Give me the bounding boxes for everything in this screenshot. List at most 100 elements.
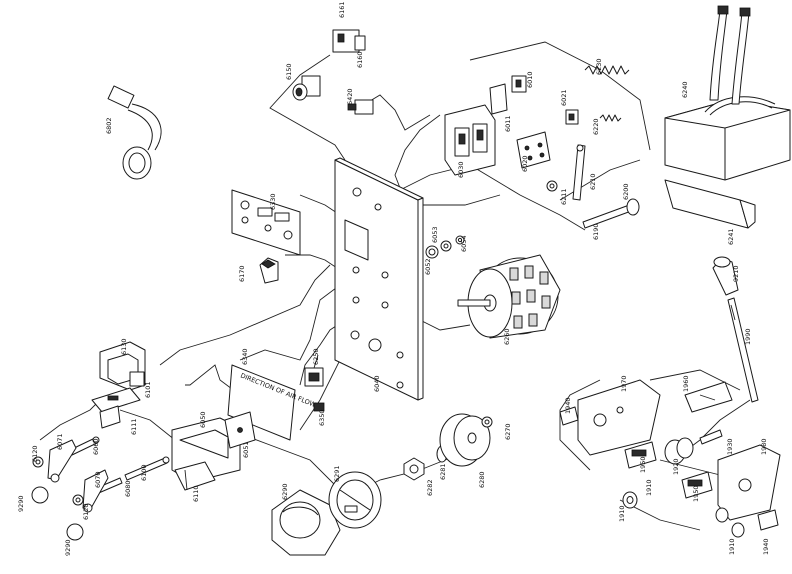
switch-6420: [347, 99, 374, 115]
label-6802: 6802: [105, 117, 113, 134]
bushing-1910c: [731, 522, 745, 538]
motor-6290: [271, 489, 341, 556]
label-1910a: 1910: [645, 479, 653, 496]
label-6100: 6100: [140, 464, 148, 481]
label-1910b: 1910: [618, 505, 626, 522]
label-1950a: 1950: [639, 456, 647, 473]
nut-washers-6052: [425, 235, 465, 259]
plate-6101: [91, 387, 141, 413]
label-6282: 6282: [426, 479, 434, 496]
connector-cable-6802: [107, 85, 162, 180]
pin-6060: [69, 436, 100, 456]
plate-6111: [99, 405, 121, 429]
label-6270: 6270: [504, 423, 512, 440]
shaft-6190: [582, 198, 640, 229]
label-6111: 6111: [130, 418, 138, 435]
label-1980: 1980: [760, 438, 768, 455]
label-6101: 6101: [144, 381, 152, 398]
label-6210: 6210: [589, 173, 597, 190]
label-9290a: 9290: [17, 495, 25, 512]
washer-6270: [481, 416, 493, 428]
label-6071: 6071: [56, 433, 64, 450]
rod-1990: [727, 297, 759, 403]
label-6280: 6280: [478, 471, 486, 488]
ball-9290b: [66, 523, 84, 541]
fan-6291: [328, 471, 382, 529]
label-6120a: 6120: [31, 445, 39, 462]
label-6161: 6161: [338, 1, 346, 18]
label-1990: 1990: [744, 328, 752, 345]
label-1930: 1930: [726, 438, 734, 455]
block-1950b: [681, 471, 713, 499]
toggle-switch-6250: [304, 354, 324, 387]
plate-1960: [684, 381, 733, 413]
label-6190: 6190: [592, 223, 600, 240]
nut-6282: [403, 457, 425, 481]
label-6330: 6330: [269, 193, 277, 210]
label-6150: 6150: [285, 63, 293, 80]
transformer-6240: [664, 5, 791, 181]
washer-6211: [546, 180, 558, 192]
label-6050: 6050: [199, 411, 207, 428]
label-6021: 6021: [560, 89, 568, 106]
contact-6021: [565, 109, 579, 125]
spring-6220: [599, 114, 622, 122]
bracket-6030: [444, 104, 496, 176]
pin-1930: [699, 429, 723, 445]
label-6420: 6420: [346, 88, 354, 105]
label-6350: 6350: [318, 409, 326, 426]
plate-6011: [489, 83, 508, 115]
washer-6120b: [72, 494, 84, 506]
label-6054: 6054: [460, 235, 468, 252]
label-6290: 6290: [281, 483, 289, 500]
lever-6210: [572, 144, 586, 201]
washer-6120a: [32, 456, 44, 468]
label-1910c: 1910: [728, 538, 736, 555]
label-6220: 6220: [592, 118, 600, 135]
label-1970: 1970: [620, 375, 628, 392]
label-1960: 1960: [682, 375, 690, 392]
label-1940b: 1940: [762, 538, 770, 555]
label-9290b: 9290: [64, 539, 72, 556]
label-6160: 6160: [356, 51, 364, 68]
label-6200: 6200: [622, 183, 630, 200]
label-6051: 6051: [242, 441, 250, 458]
label-6340: 6340: [241, 348, 249, 365]
clip-1940b: [757, 509, 779, 531]
bracket-6110: [174, 461, 216, 491]
lever-6071: [47, 439, 77, 483]
label-6080: 6080: [124, 480, 132, 497]
label-1940: 1940: [564, 397, 572, 414]
bushing-1910b: [715, 507, 729, 523]
part-labels: 6161 6160 6150 6420 6802 6230 6010 6011 …: [17, 1, 770, 556]
label-6240: 6240: [681, 81, 689, 98]
label-1920: 1920: [672, 458, 680, 475]
label-1950b: 1950: [692, 485, 700, 502]
label-6011: 6011: [504, 115, 512, 132]
block-1950a: [624, 441, 657, 469]
pin-6100: [124, 456, 170, 481]
knob-6170: [259, 257, 279, 284]
label-6010: 6010: [526, 71, 534, 88]
lever-6070: [82, 469, 109, 513]
relay-6160: [332, 29, 366, 53]
label-6052: 6052: [424, 258, 432, 275]
spring-6230: [584, 65, 630, 75]
label-6130: 6130: [120, 338, 128, 355]
label-6110: 6110: [192, 485, 200, 502]
bearing-1920: [664, 437, 694, 465]
label-6030: 6030: [457, 161, 465, 178]
cover-6241: [664, 179, 756, 229]
label-6291: 6291: [333, 465, 341, 482]
label-6241: 6241: [727, 228, 735, 245]
clip-6350: [313, 402, 325, 412]
label-6281: 6281: [439, 463, 447, 480]
label-6070: 6070: [94, 471, 102, 488]
bracket-6051: [224, 411, 256, 449]
ball-9290a: [31, 486, 49, 504]
label-6170: 6170: [238, 265, 246, 282]
label-6230: 6230: [595, 58, 603, 75]
bushing-1910a: [622, 491, 638, 509]
label-6020: 6020: [521, 155, 529, 172]
